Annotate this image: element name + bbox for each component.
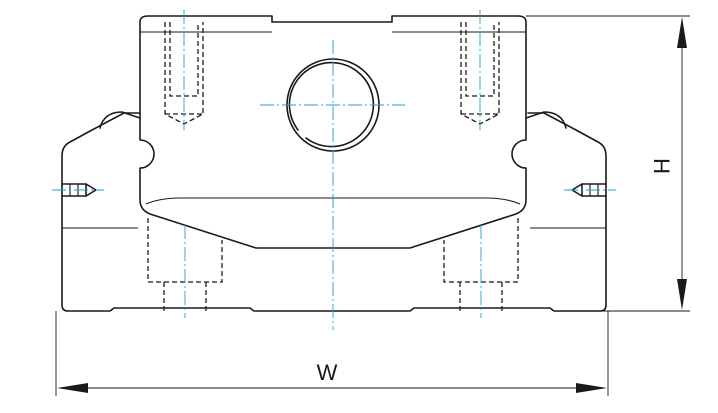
- height-arrow-bottom: [677, 279, 687, 310]
- seal-right: [525, 111, 567, 129]
- width-dimension: W: [55, 311, 609, 396]
- width-arrow-right: [576, 383, 607, 393]
- width-arrow-left: [57, 383, 88, 393]
- height-label: H: [650, 158, 675, 174]
- rail-body: [61, 112, 607, 312]
- height-dimension: H: [526, 15, 690, 312]
- center-lines: [52, 10, 616, 330]
- seal-left: [99, 111, 141, 129]
- bore-inner-arc: [288, 61, 375, 148]
- rail-outline: [61, 112, 607, 312]
- width-label: W: [317, 360, 338, 385]
- carriage-outline: [139, 15, 527, 249]
- height-arrow-top: [677, 17, 687, 48]
